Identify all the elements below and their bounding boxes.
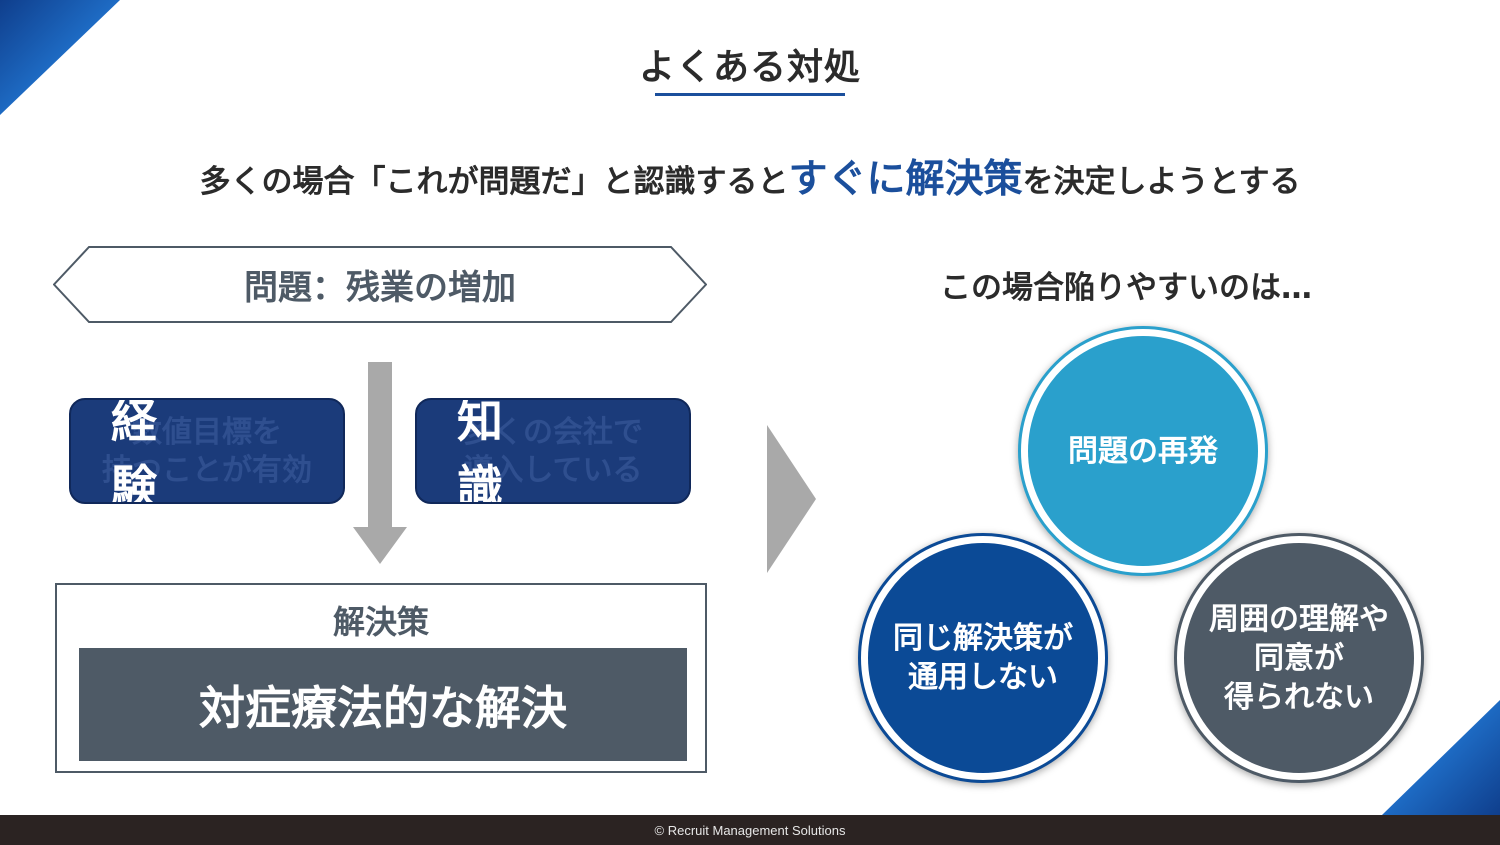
pitfall-line: 得られない bbox=[1224, 679, 1374, 715]
lead-emphasis: すぐに解決策 bbox=[788, 157, 1023, 202]
pitfall-circle-not-applicable-text: 同じ解決策が 通用しない bbox=[868, 543, 1098, 773]
factor-knowledge-ghost-text: 多くの会社で 導入している bbox=[417, 414, 689, 490]
ghost-line: 多くの会社で bbox=[463, 415, 643, 450]
pitfall-line: 同意が bbox=[1254, 640, 1344, 676]
lead-sentence: 多くの場合「これが問題だ」と認識するとすぐに解決策を決定しようとする bbox=[0, 148, 1500, 204]
title-underline bbox=[655, 93, 845, 96]
footer-copyright: © Recruit Management Solutions bbox=[654, 822, 846, 838]
solution-label: 解決策 bbox=[332, 603, 429, 641]
ghost-line: 導入している bbox=[463, 453, 643, 488]
problem-banner-shape bbox=[53, 246, 707, 323]
footer-bar: © Recruit Management Solutions bbox=[0, 815, 1500, 845]
down-arrow-icon bbox=[353, 362, 407, 564]
factor-knowledge-label: 知 識 bbox=[457, 398, 629, 504]
factor-experience-label: 経 験 bbox=[111, 398, 283, 504]
pitfalls-title: この場合陥りやすいのは… bbox=[940, 270, 1312, 306]
ghost-line: 持つことが有効 bbox=[102, 453, 312, 488]
pitfall-line: 同じ解決策が bbox=[893, 621, 1073, 656]
problem-banner: 問題：残業の増加 bbox=[53, 246, 707, 323]
factor-experience: 数値目標を 持つことが有効 経 験 bbox=[69, 398, 345, 504]
pitfall-line: 問題の再発 bbox=[1068, 433, 1218, 469]
pitfall-circle-no-consensus: 周囲の理解や 同意が 得られない bbox=[1174, 533, 1424, 783]
factor-knowledge: 多くの会社で 導入している 知 識 bbox=[415, 398, 691, 504]
solution-value: 対症療法的な解決 bbox=[79, 648, 687, 761]
pitfall-circle-not-applicable: 同じ解決策が 通用しない bbox=[858, 533, 1108, 783]
pitfall-line: 周囲の理解や bbox=[1209, 601, 1389, 637]
solution-box: 解決策 対症療法的な解決 bbox=[55, 583, 707, 773]
page-title: よくある対処 bbox=[638, 47, 861, 88]
pitfall-line: 通用しない bbox=[908, 660, 1058, 695]
problem-label: 問題：残業の増加 bbox=[244, 268, 516, 308]
right-arrow-icon bbox=[767, 425, 816, 573]
pitfall-circle-recurrence: 問題の再発 bbox=[1018, 326, 1268, 576]
pitfall-circle-no-consensus-text: 周囲の理解や 同意が 得られない bbox=[1184, 543, 1414, 773]
pitfall-circle-recurrence-text: 問題の再発 bbox=[1028, 336, 1258, 566]
lead-before: 多くの場合「これが問題だ」と認識すると bbox=[199, 164, 789, 200]
ghost-line: 数値目標を bbox=[132, 415, 282, 450]
factor-experience-ghost-text: 数値目標を 持つことが有効 bbox=[71, 414, 343, 490]
lead-after: を決定しようとする bbox=[1022, 164, 1301, 200]
